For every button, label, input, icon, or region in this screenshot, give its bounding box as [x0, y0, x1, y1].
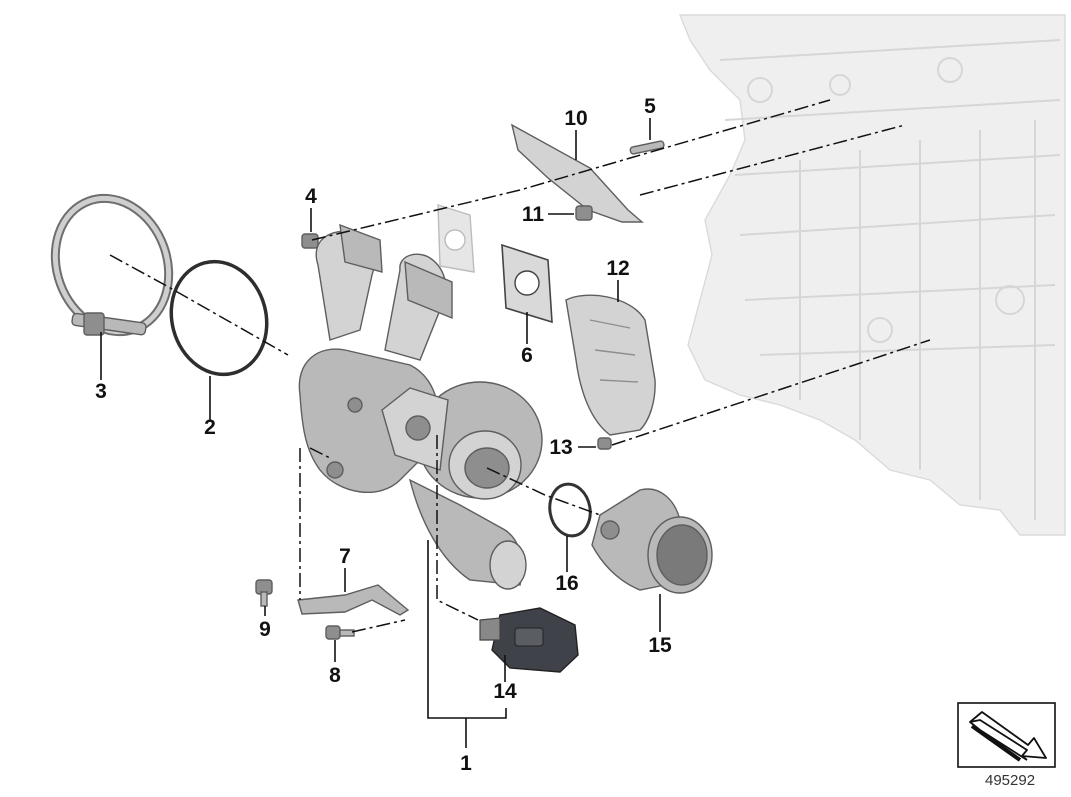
- callout-5: 5: [644, 95, 656, 118]
- callout-12: 12: [606, 257, 629, 280]
- part-6-gasket: [501, 243, 553, 324]
- engine-block: [678, 14, 1066, 536]
- leader-lines: [100, 118, 661, 748]
- part-12-heat-shield: [565, 294, 656, 436]
- callout-14: 14: [493, 680, 517, 703]
- callout-6: 6: [521, 344, 533, 367]
- callout-4: 4: [305, 185, 317, 208]
- callout-11: 11: [522, 203, 545, 226]
- arrow-direction-icon: [957, 702, 1056, 768]
- callout-7: 7: [339, 545, 351, 568]
- part-2-sealing-ring: [169, 259, 269, 377]
- part-11-bolt: [575, 205, 593, 221]
- callout-3: 3: [95, 380, 107, 403]
- part-9-bolt: [255, 579, 273, 607]
- part-4-nut: [301, 233, 319, 249]
- part-5-stud: [629, 140, 665, 155]
- callout-13: 13: [549, 436, 572, 459]
- callout-1: 1: [460, 752, 472, 775]
- part-13-bolt: [597, 437, 612, 450]
- part-14-actuator: [479, 607, 579, 673]
- part-3-v-band-clamp: [50, 193, 174, 337]
- callout-labels: 1 2 3 4 5 6 7 8 9 10 11 12 13 14 15 16: [95, 95, 672, 775]
- center-lines: [109, 99, 931, 633]
- part-gasket-ghost: [437, 204, 475, 273]
- reference-number: 495292: [985, 772, 1036, 789]
- callout-2: 2: [204, 416, 216, 439]
- part-16-o-ring: [548, 482, 592, 538]
- callout-9: 9: [259, 618, 271, 641]
- part-15-intake-pipe: [591, 488, 713, 594]
- part-8-bolt: [325, 625, 355, 640]
- callout-8: 8: [329, 664, 341, 687]
- part-1-turbocharger: [298, 223, 543, 590]
- part-7-bracket: [297, 584, 410, 616]
- callout-15: 15: [648, 634, 672, 657]
- callout-10: 10: [564, 107, 587, 130]
- part-10-heat-shield: [510, 123, 644, 223]
- callout-16: 16: [555, 572, 578, 595]
